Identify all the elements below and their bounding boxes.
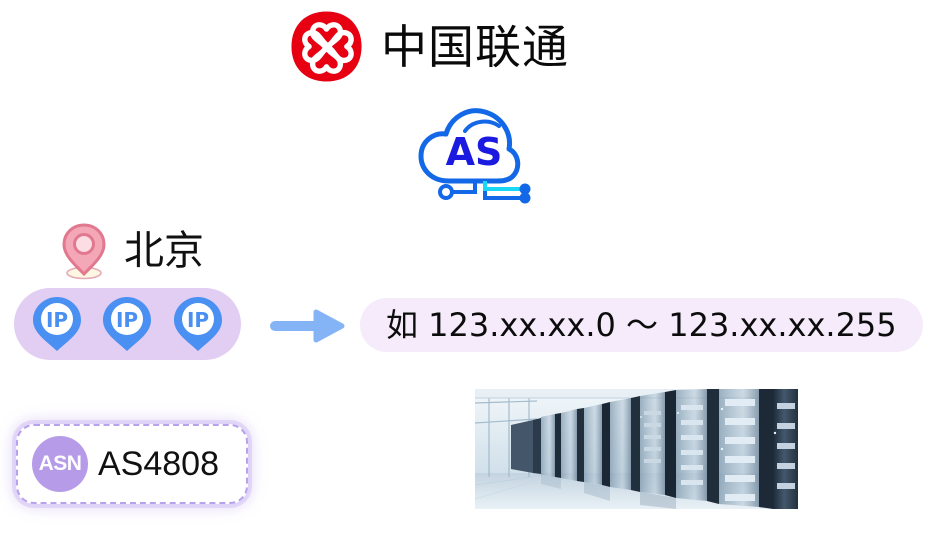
svg-text:IP: IP (187, 308, 209, 332)
svg-text:IP: IP (46, 308, 68, 332)
location-pin-icon (58, 222, 110, 280)
cloud-network-as-icon: AS (413, 97, 535, 205)
asn-number: AS4808 (98, 445, 219, 483)
brand-header: 中国联通 (290, 10, 569, 83)
ip-range-badge: 如 123.xx.xx.0 ～ 123.xx.xx.255 (360, 298, 923, 352)
ip-map-pin-icon: IP (101, 295, 153, 353)
ip-map-pin-icon: IP (31, 295, 83, 353)
city-name: 北京 (124, 228, 204, 274)
asn-chip-label: ASN (32, 436, 88, 492)
ip-map-pin-icon: IP (172, 295, 224, 353)
asn-badge: ASN AS4808 (16, 424, 248, 504)
ip-address-group: IP IP IP (14, 288, 241, 360)
brand-name: 中国联通 (381, 19, 569, 74)
right-arrow-icon (268, 306, 348, 346)
datacenter-server-racks-image (475, 389, 798, 509)
svg-text:AS: AS (446, 130, 503, 174)
city-location: 北京 (58, 222, 204, 280)
china-unicom-knot-logo-icon (290, 10, 363, 83)
svg-text:IP: IP (116, 308, 138, 332)
ip-range-text: 如 123.xx.xx.0 ～ 123.xx.xx.255 (386, 306, 897, 344)
